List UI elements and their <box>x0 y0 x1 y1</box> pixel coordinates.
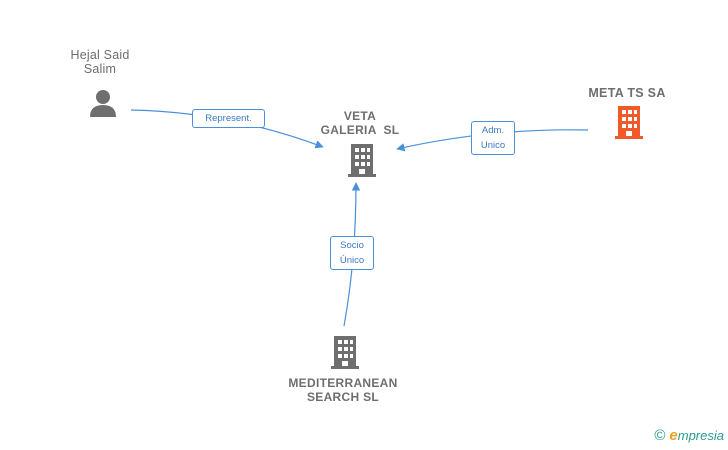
bottom-company-line1: MEDITERRANEAN <box>288 376 398 390</box>
brand-footer: © empresia <box>654 427 724 444</box>
person-name-line2: Salim <box>83 62 117 76</box>
right-company-label[interactable]: META TS SA <box>577 86 677 100</box>
brand-rest: mpresia <box>677 428 724 443</box>
building-icon[interactable] <box>344 142 380 178</box>
edge-label-adm-unico[interactable]: Adm. Unico <box>471 121 515 155</box>
center-company-label[interactable]: VETA GALERIA SL <box>300 109 420 137</box>
center-company-line2: GALERIA SL <box>320 123 400 137</box>
edge-label-represent[interactable]: Represent. <box>192 109 265 128</box>
person-icon[interactable] <box>88 88 118 118</box>
copyright-icon: © <box>654 427 666 444</box>
person-name-line1: Hejal Said <box>70 48 130 62</box>
building-icon[interactable] <box>611 104 647 140</box>
bottom-company-line2: SEARCH SL <box>306 390 380 404</box>
edge-represent-text: Represent. <box>205 113 252 124</box>
person-node-label[interactable]: Hejal Said Salim <box>50 48 150 76</box>
edge-socio-line2: Único <box>339 255 365 266</box>
right-company-line1: META TS SA <box>588 86 666 100</box>
edge-label-socio-unico[interactable]: Socio Único <box>330 236 374 270</box>
brand-logo[interactable]: empresia <box>669 427 724 444</box>
edge-adm-line2: Unico <box>480 140 506 151</box>
center-company-line1: VETA <box>343 109 377 123</box>
bottom-company-label[interactable]: MEDITERRANEAN SEARCH SL <box>278 376 408 404</box>
building-icon[interactable] <box>327 334 363 370</box>
edge-socio-line1: Socio <box>340 240 364 251</box>
edge-adm-line1: Adm. <box>481 125 505 136</box>
brand-initial: e <box>669 427 678 444</box>
